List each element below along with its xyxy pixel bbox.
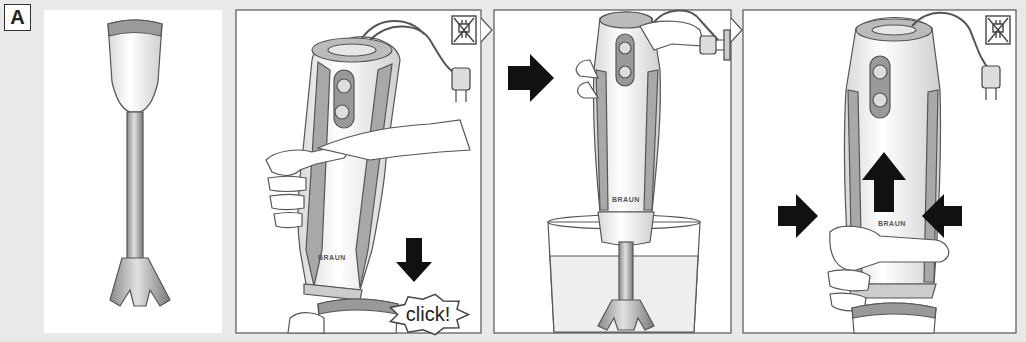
chevron <box>481 18 492 42</box>
burst-shape <box>390 294 468 334</box>
unplugged-symbol <box>452 16 476 44</box>
attachment-cup <box>852 303 936 333</box>
panel-letter-text: A <box>10 6 24 29</box>
blender-shaft <box>108 20 170 306</box>
brand-logo: BRAUN <box>318 254 346 261</box>
panel <box>44 10 222 333</box>
chevron <box>731 18 742 42</box>
hand <box>266 120 470 228</box>
arrow-up <box>862 152 906 212</box>
blender-motor <box>593 12 660 330</box>
arrow-press <box>508 54 554 102</box>
plug <box>700 30 730 60</box>
click-burst: click! <box>388 294 468 335</box>
sound-text: click! <box>406 303 450 326</box>
hand <box>576 21 704 98</box>
arrow-squeeze <box>778 194 818 238</box>
arrow-down <box>396 238 432 282</box>
brand-logo: BRAUN <box>612 196 640 203</box>
panel <box>494 10 731 333</box>
panel <box>236 10 481 333</box>
cord <box>362 21 424 38</box>
attachment-cup <box>288 299 398 333</box>
hand <box>828 226 949 311</box>
panel <box>743 10 1016 333</box>
brand-logo: BRAUN <box>878 220 906 227</box>
arrow-squeeze <box>922 194 962 238</box>
plug <box>982 66 1000 100</box>
cord <box>912 13 990 70</box>
unplugged-symbol <box>986 16 1010 44</box>
plug <box>452 68 470 102</box>
cord <box>370 26 460 76</box>
panel-letter: A <box>4 4 31 31</box>
blender-motor <box>298 37 400 300</box>
